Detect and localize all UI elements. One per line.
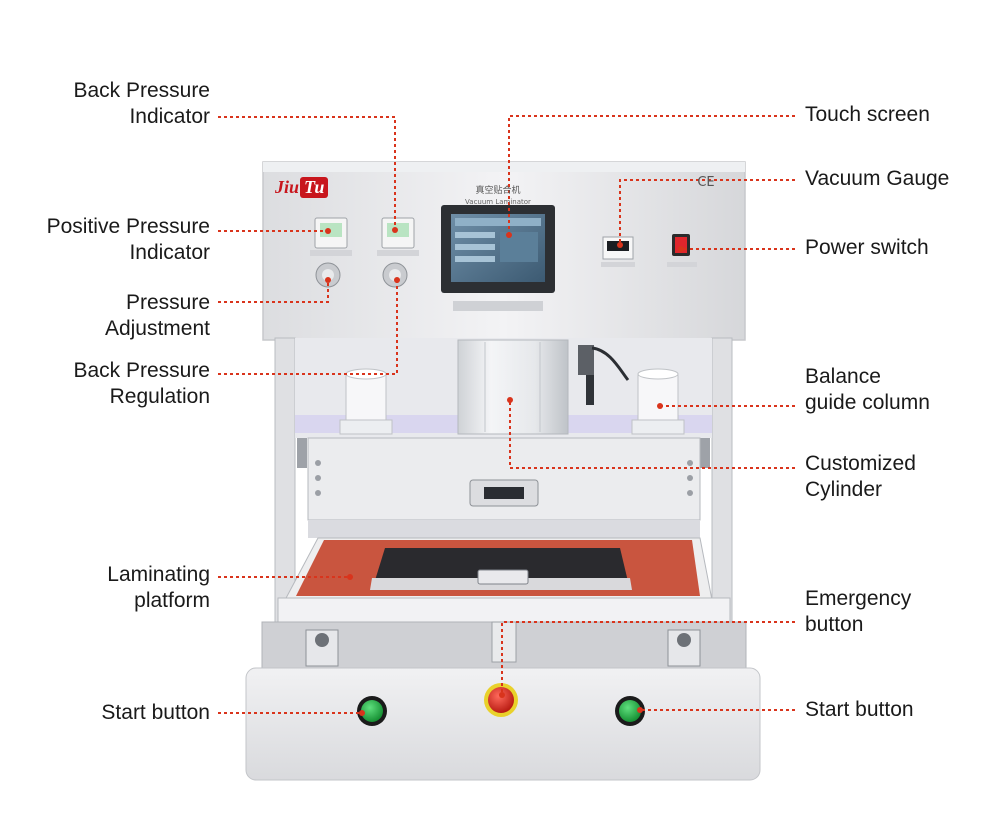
machine-base xyxy=(245,621,761,781)
back-pressure-regulation-knob[interactable] xyxy=(382,262,408,288)
label-vacuum-gauge: Vacuum Gauge xyxy=(805,167,950,190)
press-gap xyxy=(308,520,700,538)
back-pressure-indicator-device xyxy=(377,217,419,256)
model-en-text: Vacuum Laminator xyxy=(465,198,531,206)
pressure-adjustment-knob[interactable] xyxy=(315,262,341,288)
emergency-button-device[interactable] xyxy=(484,683,518,717)
label-laminating-platform: Laminating platform xyxy=(107,563,210,612)
balance-guide-column-right xyxy=(631,368,685,435)
screen-label-plate xyxy=(453,301,543,311)
vacuum-gauge-device xyxy=(601,236,635,267)
label-emergency-button: Emergency button xyxy=(805,587,912,636)
upper-press-plate xyxy=(307,437,701,521)
label-customized-cylinder: Customized Cylinder xyxy=(805,452,916,501)
label-back-pressure-regulation: Back Pressure Regulation xyxy=(73,359,210,408)
label-pressure-adjustment: Pressure Adjustment xyxy=(104,291,210,340)
laminating-platform-device xyxy=(277,537,731,623)
positive-pressure-indicator-device xyxy=(310,217,352,256)
start-button-left-device[interactable] xyxy=(357,696,387,726)
brand-part1: Jiu xyxy=(275,177,300,197)
label-positive-pressure-indicator: Positive Pressure Indicator xyxy=(46,215,210,264)
model-cn-text: 真空贴合机 xyxy=(475,184,520,196)
ce-mark: CE xyxy=(697,175,714,190)
label-start-button-right: Start button xyxy=(805,698,914,721)
label-power-switch: Power switch xyxy=(805,236,929,259)
leader-endpoints xyxy=(325,227,684,716)
label-touch-screen: Touch screen xyxy=(805,103,930,126)
brand-part2: Tu xyxy=(300,177,329,198)
label-start-button-left: Start button xyxy=(101,701,210,724)
label-back-pressure-indicator: Back Pressure Indicator xyxy=(73,79,210,128)
start-button-right-device[interactable] xyxy=(615,696,645,726)
label-balance-guide-column: Balance guide column xyxy=(805,365,930,414)
touch-screen-device[interactable] xyxy=(441,205,555,293)
pneumatic-fittings xyxy=(578,345,630,405)
leader-lines xyxy=(218,115,795,714)
customized-cylinder-device xyxy=(457,339,569,435)
balance-guide-column-left xyxy=(339,368,393,435)
